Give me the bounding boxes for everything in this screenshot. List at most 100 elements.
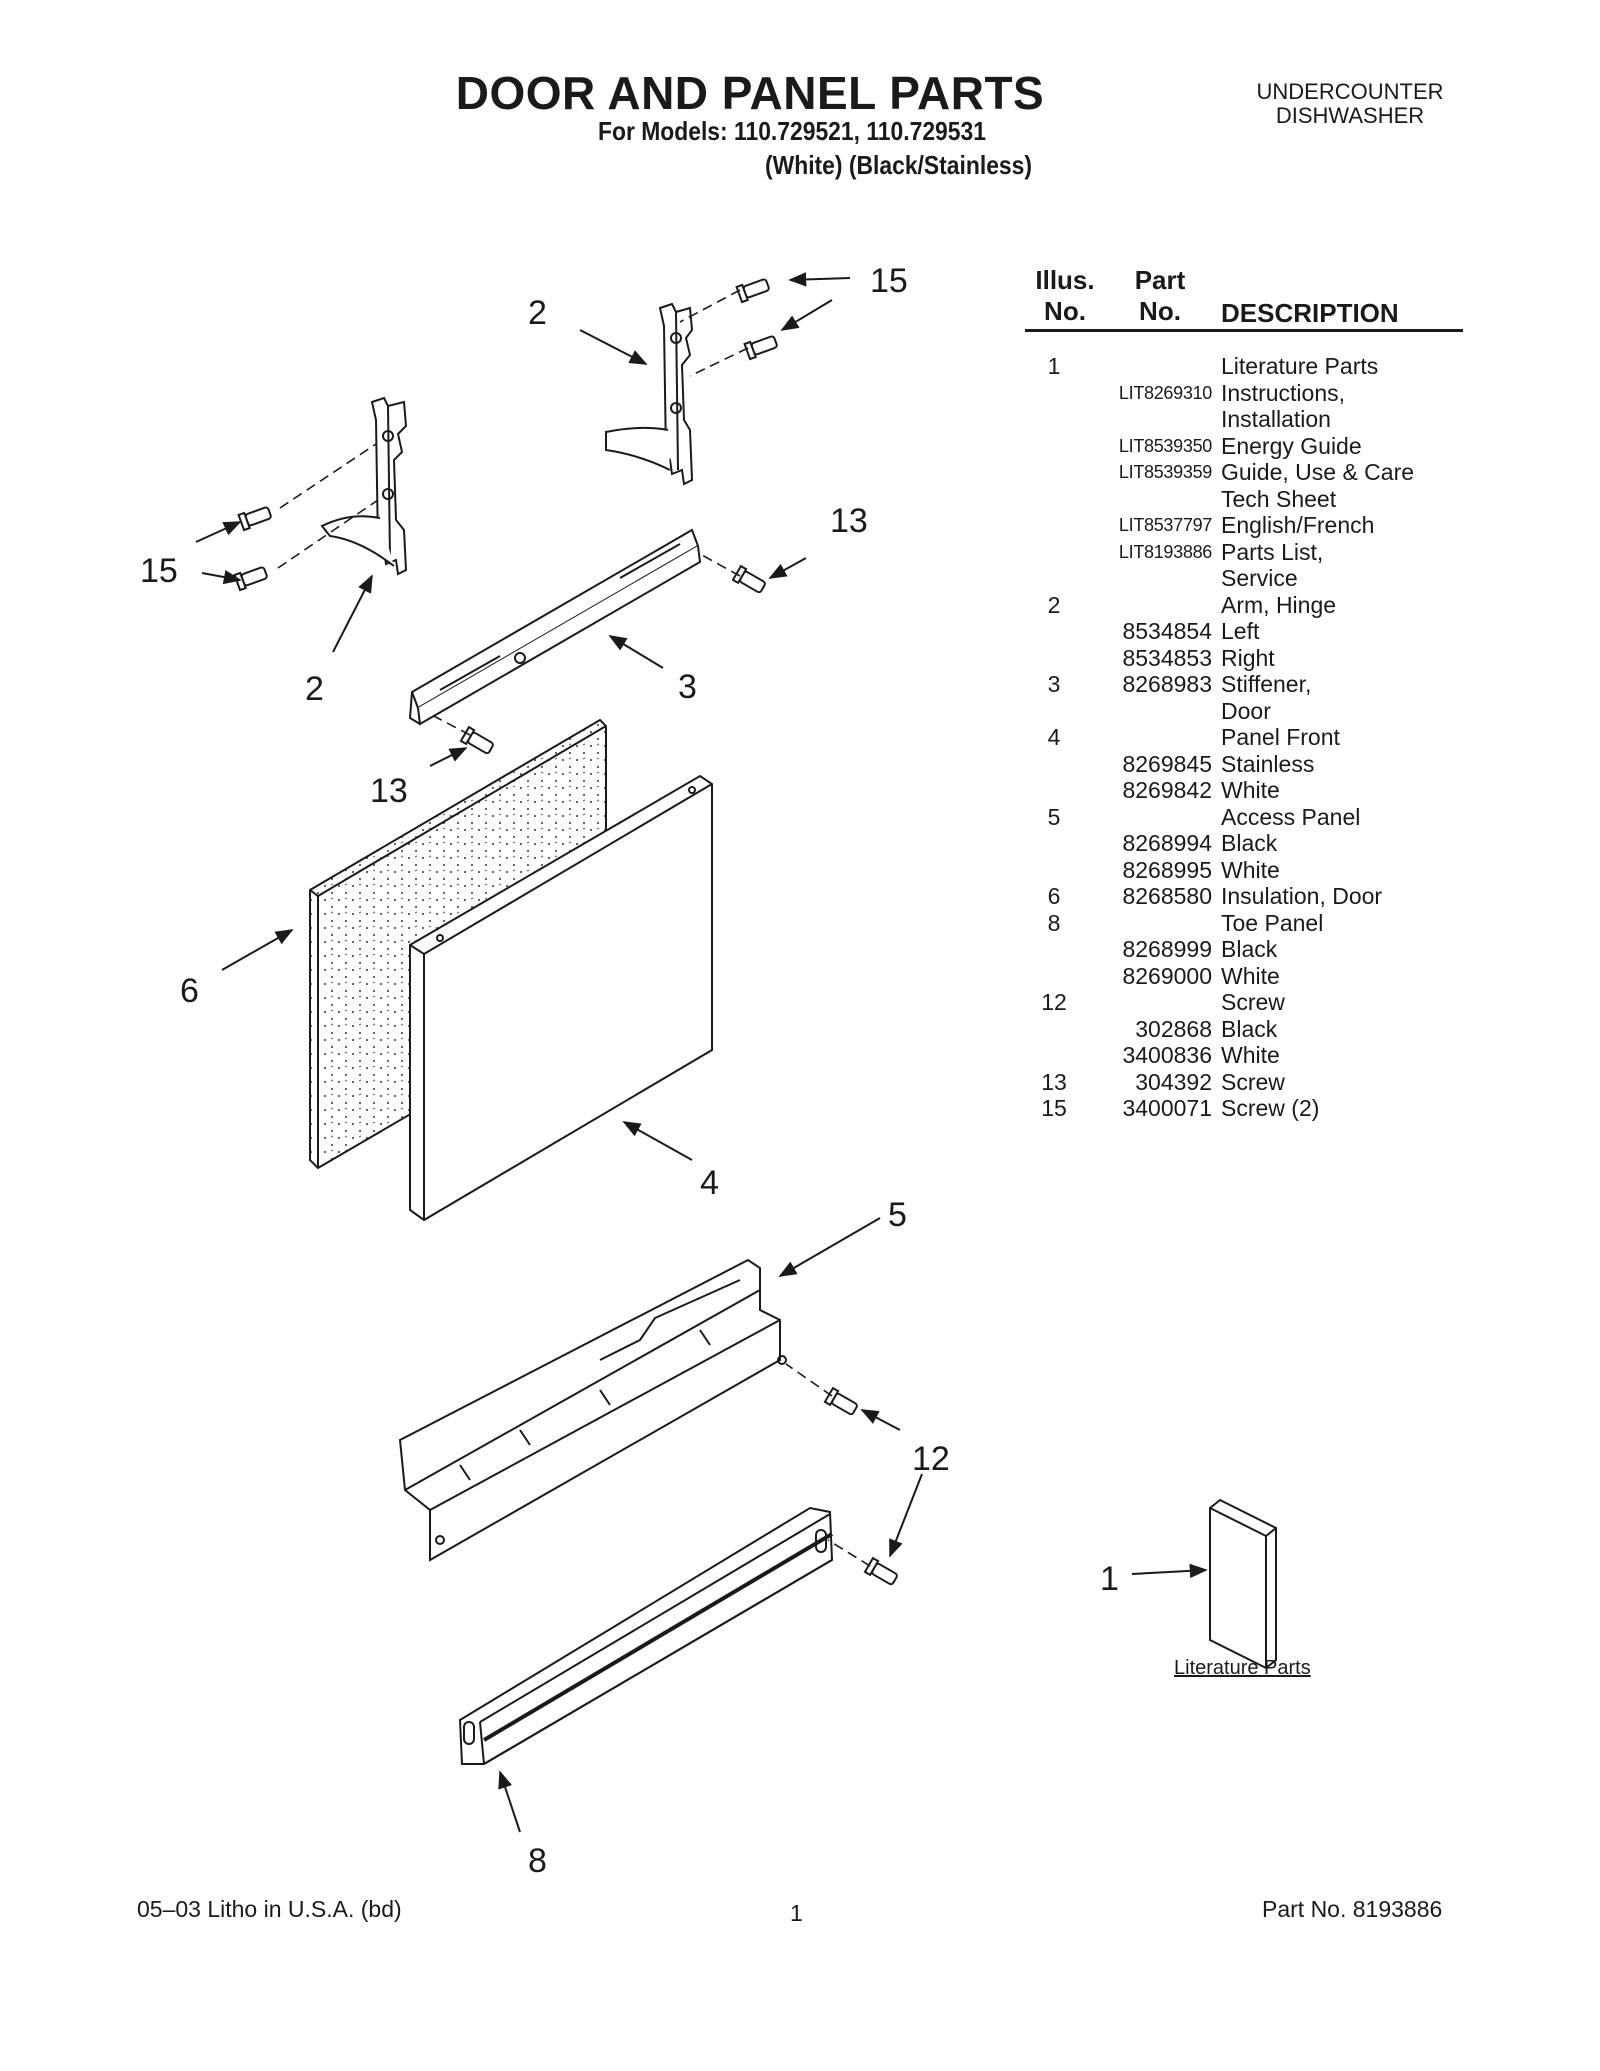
door-front-panel (409, 774, 713, 1222)
callout-2-top: 2 (528, 294, 547, 332)
row-illus-no: 2 (1047, 591, 1061, 618)
row-part-no: 8268995 (1122, 856, 1212, 883)
appliance-line-2: DISHWASHER (1275, 103, 1425, 128)
header-illus-line2: No. (1044, 296, 1086, 326)
row-part-no: 302868 (1135, 1015, 1212, 1042)
callout-6: 6 (180, 972, 199, 1010)
table-row: 8268995 White (1025, 857, 1465, 884)
screw-icon (743, 335, 778, 361)
document-part-number: Part No. 8193886 (1262, 1896, 1443, 1922)
door-stiffener (408, 528, 702, 726)
callout-15-left: 15 (140, 552, 178, 590)
table-row: 8534853 Right (1025, 645, 1465, 672)
literature-booklet (1209, 1498, 1277, 1670)
hinge-arm-right (605, 302, 694, 486)
row-part-no: 8268580 (1122, 883, 1212, 909)
row-description: Guide, Use & Care (1221, 459, 1415, 485)
toe-panel (458, 1506, 834, 1765)
print-info: 05–03 Litho in U.S.A. (bd) (137, 1896, 402, 1922)
row-description: Screw (1221, 1068, 1285, 1095)
row-description: Panel Front (1221, 724, 1340, 750)
row-part-no: LIT8539359 (1118, 462, 1212, 482)
colors-line: (White) (Black/Stainless) (765, 150, 1032, 180)
screw-icon (233, 566, 268, 592)
page-number: 1 (790, 1900, 803, 1926)
row-illus-no: 8 (1047, 909, 1061, 936)
row-part-no: LIT8537797 (1118, 515, 1212, 535)
header-rule (1025, 329, 1463, 332)
row-part-no: 8269845 (1122, 750, 1212, 777)
row-description: Parts List, (1221, 538, 1324, 565)
row-part-no: 8268983 (1122, 671, 1212, 697)
row-part-no: 8534853 (1122, 644, 1212, 671)
callout-labels: 15 2 13 15 2 3 13 6 4 5 12 1 8 Literatur… (140, 262, 1311, 1880)
row-description: Right (1221, 644, 1275, 671)
row-description: White (1221, 856, 1280, 883)
table-row: Tech Sheet (1025, 486, 1465, 513)
row-illus-no: 4 (1047, 724, 1061, 750)
row-description: English/French (1221, 512, 1375, 538)
table-row: 8 Toe Panel (1025, 910, 1465, 937)
table-row: Installation (1025, 406, 1465, 433)
row-description: Tech Sheet (1221, 485, 1337, 512)
header-part-line2: No. (1139, 296, 1181, 326)
header-illus-line1: Illus. (1035, 265, 1095, 295)
callout-8: 8 (528, 1842, 547, 1880)
screw-icon (731, 564, 766, 594)
callout-4: 4 (700, 1164, 719, 1202)
screw-icon (823, 1386, 858, 1416)
row-description: Arm, Hinge (1221, 591, 1337, 618)
row-part-no: LIT8269310 (1118, 382, 1212, 403)
row-description: Access Panel (1221, 803, 1361, 830)
row-part-no: 8534854 (1122, 618, 1212, 644)
callout-15-top: 15 (870, 262, 908, 300)
table-row: LIT8269310 Instructions, (1025, 380, 1465, 407)
callout-13-right: 13 (830, 502, 868, 540)
screw-icon (863, 1556, 898, 1586)
screw-icon (735, 278, 770, 304)
row-part-no: 8269000 (1122, 962, 1212, 989)
table-row: 12 Screw (1025, 989, 1465, 1016)
row-description: Stiffener, (1221, 671, 1312, 697)
models-line: For Models: 110.729521, 110.729531 (598, 116, 986, 146)
callout-2-left: 2 (305, 670, 324, 708)
row-illus-no: 12 (1041, 989, 1067, 1015)
row-description: Instructions, (1221, 379, 1345, 406)
literature-parts-label: Literature Parts (1174, 1657, 1311, 1679)
hinge-arm-left (320, 396, 408, 576)
row-illus-no: 5 (1047, 803, 1061, 830)
row-description: Service (1221, 565, 1298, 591)
row-description: Toe Panel (1221, 909, 1324, 936)
header-part-line1: Part (1134, 265, 1186, 295)
row-part-no: 304392 (1135, 1068, 1212, 1095)
row-illus-no: 15 (1041, 1095, 1067, 1121)
table-row: LIT8539359 Guide, Use & Care (1025, 459, 1465, 486)
table-header: Illus. No. Part No. DESCRIPTION (1025, 265, 1465, 332)
appliance-type: UNDERCOUNTER DISHWASHER (1230, 80, 1470, 128)
header-part-no: Part No. (1110, 265, 1210, 327)
row-description: White (1221, 777, 1280, 803)
row-description: Stainless (1221, 750, 1315, 777)
page-title: DOOR AND PANEL PARTS (455, 67, 1045, 119)
row-illus-no: 1 (1047, 353, 1061, 379)
row-description: Screw (2) (1221, 1095, 1320, 1121)
table-row: 5 Access Panel (1025, 804, 1465, 831)
row-description: Screw (1221, 989, 1285, 1015)
row-description: Door (1221, 697, 1271, 724)
row-part-no: LIT8539350 (1118, 435, 1212, 456)
row-part-no: 3400836 (1122, 1042, 1212, 1068)
appliance-line-1: UNDERCOUNTER (1256, 79, 1444, 104)
row-description: Literature Parts (1221, 353, 1379, 379)
callout-1: 1 (1100, 1560, 1119, 1598)
table-row: LIT8537797 English/French (1025, 512, 1465, 539)
row-description: Left (1221, 618, 1260, 644)
